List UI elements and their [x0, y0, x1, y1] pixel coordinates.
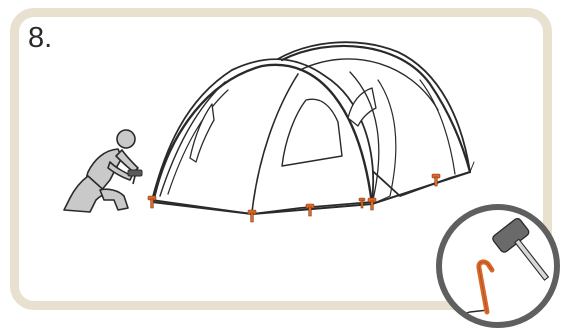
- stake: [248, 210, 256, 222]
- step-number: 8.: [28, 22, 52, 55]
- person-head: [117, 130, 135, 148]
- person-figure: [64, 130, 138, 212]
- person-front-leg: [100, 189, 128, 210]
- magnifier-inset: [438, 206, 559, 326]
- guy-line-2: [470, 162, 474, 172]
- tent: [152, 42, 474, 214]
